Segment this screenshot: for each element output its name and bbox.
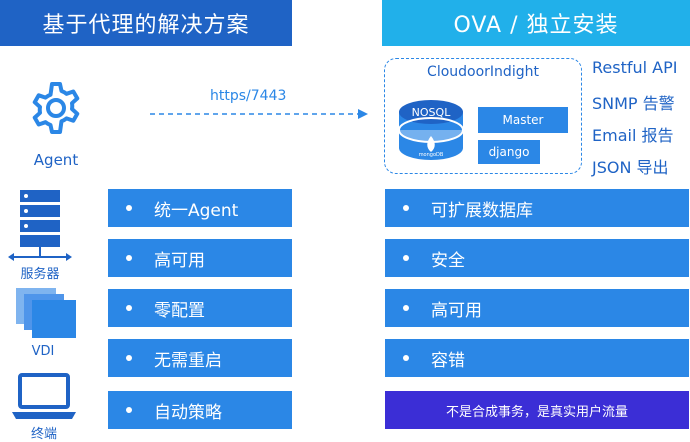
left-feature-label: 零配置: [154, 300, 205, 321]
bullet-icon: [403, 205, 409, 211]
bullet-icon: [126, 255, 132, 261]
right-feature-label: 高可用: [431, 300, 482, 321]
bullet-icon: [403, 255, 409, 261]
bullet-icon: [126, 355, 132, 361]
left-feature-label: 自动策略: [154, 402, 222, 423]
laptop-icon: [12, 373, 76, 419]
cloud-container: [384, 58, 582, 174]
left-feature-label: 统一Agent: [154, 200, 239, 221]
output-item: Email 报告: [592, 126, 674, 145]
output-item: Restful API: [592, 58, 678, 77]
right-feature-bar: 容错: [385, 339, 689, 377]
bullet-icon: [126, 205, 132, 211]
left-feature-label: 高可用: [154, 250, 205, 271]
left-header: 基于代理的解决方案: [0, 0, 292, 46]
bullet-icon: [126, 305, 132, 311]
gear-icon: [32, 82, 80, 134]
vdi-icon: [16, 288, 76, 338]
master-box: Master: [478, 107, 568, 133]
database-icon: [398, 100, 464, 160]
django-box: django: [478, 140, 540, 164]
right-feature-bar: 可扩展数据库: [385, 189, 689, 227]
right-header: OVA / 独立安装: [382, 0, 690, 46]
agent-label: Agent: [33, 151, 79, 169]
db-label: NOSQL: [411, 106, 451, 119]
left-feature-bar: 无需重启: [108, 339, 292, 377]
server-label: 服务器: [20, 267, 60, 282]
terminal-label: 终端: [30, 427, 57, 442]
footer-note: 不是合成事务，是真实用户流量: [445, 404, 628, 420]
server-icon: [8, 190, 72, 261]
left-feature-bar: 高可用: [108, 239, 292, 277]
footer-note-bar: 不是合成事务，是真实用户流量: [385, 391, 689, 429]
output-item: JSON 导出: [592, 158, 669, 177]
connection-label: https/7443: [210, 88, 287, 104]
db-sublabel: mongoDB: [418, 152, 444, 158]
right-feature-label: 安全: [431, 250, 465, 271]
left-feature-bar: 零配置: [108, 289, 292, 327]
left-feature-bar: 自动策略: [108, 391, 292, 429]
left-feature-label: 无需重启: [154, 350, 222, 371]
bullet-icon: [403, 305, 409, 311]
vdi-label: VDI: [31, 344, 55, 359]
cloud-title: CloudoorIndight: [427, 64, 539, 80]
bullet-icon: [126, 407, 132, 413]
right-feature-label: 容错: [431, 350, 465, 371]
bullet-icon: [403, 355, 409, 361]
dashed-arrow-icon: [150, 109, 368, 119]
output-item: SNMP 告警: [592, 94, 675, 113]
right-feature-label: 可扩展数据库: [431, 200, 533, 221]
left-feature-bar: 统一Agent: [108, 189, 292, 227]
right-feature-bar: 安全: [385, 239, 689, 277]
right-feature-bar: 高可用: [385, 289, 689, 327]
